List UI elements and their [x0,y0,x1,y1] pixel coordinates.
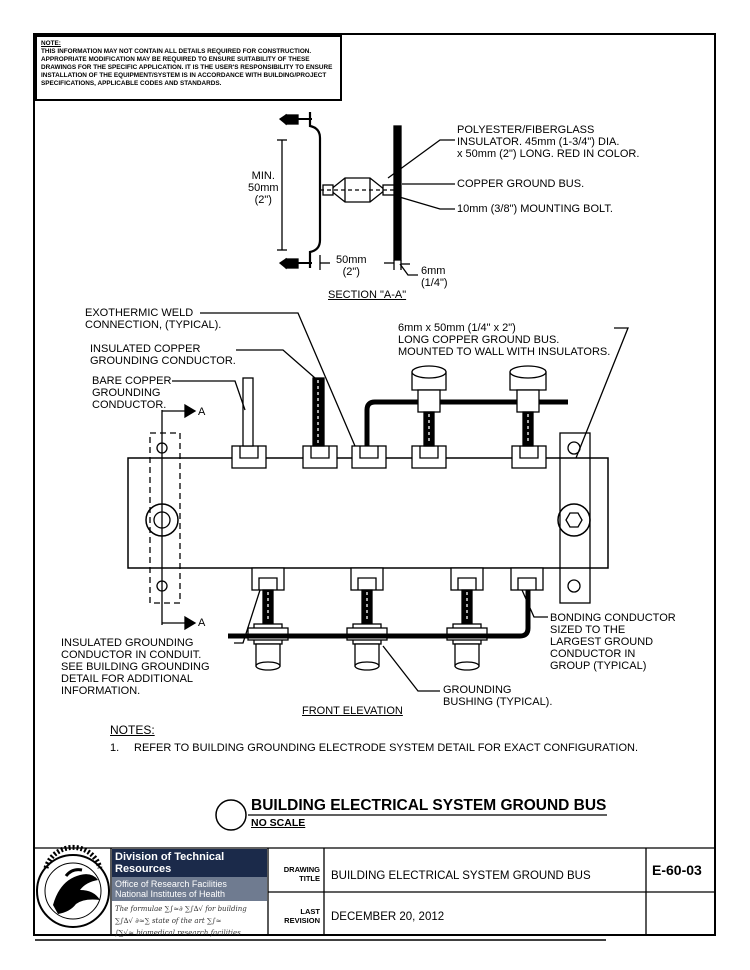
institute-name: National Institutes of Health [115,889,226,899]
bolt-head-bottom [285,258,299,269]
drawing-title: BUILDING ELECTRICAL SYSTEM GROUND BUS [251,797,607,814]
dtr-branding: Division of Technical Resources Office o… [112,849,267,937]
label-copper-ground-bus: COPPER GROUND BUS. [457,178,585,190]
copper-bus-section [393,125,402,261]
label-insulated-conduit: INSULATED GROUNDING CONDUCTOR IN CONDUIT… [61,637,210,697]
disclaimer-note: NOTE: THIS INFORMATION MAY NOT CONTAIN A… [35,35,342,101]
top-bonding-conductor [364,399,568,446]
tagline-4: biomedical research facilities [136,929,241,937]
office-name: Office of Research Facilities [115,879,227,889]
notes-heading: NOTES: [110,723,155,737]
front-elevation-view [127,312,629,692]
label-copper-ground-bus-desc: 6mm x 50mm (1/4" x 2") LONG COPPER GROUN… [398,322,611,358]
tagline-3: state of the art [151,917,205,925]
label-exothermic-weld: EXOTHERMIC WELD CONNECTION, (TYPICAL). [85,307,222,331]
note-item-number: 1. [110,742,120,754]
drawing-scale: NO SCALE [251,817,306,829]
leader-exothermic [200,312,356,447]
top-lugs [231,445,547,469]
section-marker-a-bottom: A [198,617,206,629]
sheet-border [33,33,716,936]
label-min-dimension: MIN. 50mm (2") [248,170,279,206]
label-grounding-bushing: GROUNDING BUSHING (TYPICAL). [443,684,553,708]
section-marker-a-top: A [198,406,206,418]
tagline-1: The formulae [115,905,163,913]
label-insulator: POLYESTER/FIBERGLASS INSULATOR. 45mm (1-… [457,124,640,160]
label-bonding-conductor: BONDING CONDUCTOR SIZED TO THE LARGEST G… [550,612,676,672]
leader-conduit [234,589,261,644]
division-name: Division of Technical Resources [112,849,267,877]
title-bubble [215,799,247,831]
bare-copper-conductor [242,377,254,447]
label-mounting-bolt: 10mm (3/8") MOUNTING BOLT. [457,203,613,215]
mounting-bracket [308,112,322,268]
bottom-bonding-conductor [228,590,531,639]
left-insulator-outline [149,432,181,604]
last-revision-label: LAST REVISION [284,907,320,925]
tagline: The formulae ∑∫≈∂ ∑∫∆√ for building ∑∫∆√… [115,905,247,937]
title-block-frame [35,847,714,941]
grounding-bushings [247,623,488,671]
drawing-title-label: DRAWING TITLE [283,865,320,883]
office-name-block: Office of Research Facilities National I… [112,877,267,901]
drawing-title-value: BUILDING ELECTRICAL SYSTEM GROUND BUS [331,870,591,882]
label-insulated-copper: INSULATED COPPER GROUNDING CONDUCTOR. [90,343,236,367]
bottom-lugs [251,567,544,591]
last-revision-value: DECEMBER 20, 2012 [331,911,445,923]
leader-insulator [387,139,455,179]
section-a-a-view [277,112,455,276]
note-item-text: REFER TO BUILDING GROUNDING ELECTRODE SY… [134,742,639,754]
front-elevation-title: FRONT ELEVATION [302,705,403,717]
note-heading: NOTE: [41,40,61,47]
hhs-seal-logo [36,844,110,928]
tagline-2: for building [205,905,247,913]
label-50mm-dimension: 50mm (2") [336,254,367,278]
top-wall-insulators [411,365,547,447]
ground-bus-bar [127,457,609,569]
label-6mm-dimension: 6mm (1/4") [421,265,448,289]
bolt-head-top [285,114,299,125]
leader-bus [575,327,629,459]
sheet-number: E-60-03 [652,862,702,878]
label-bare-copper: BARE COPPER GROUNDING CONDUCTOR. [92,375,172,411]
section-a-a-title: SECTION "A-A" [328,289,407,301]
note-text: THIS INFORMATION MAY NOT CONTAIN ALL DET… [41,48,333,87]
